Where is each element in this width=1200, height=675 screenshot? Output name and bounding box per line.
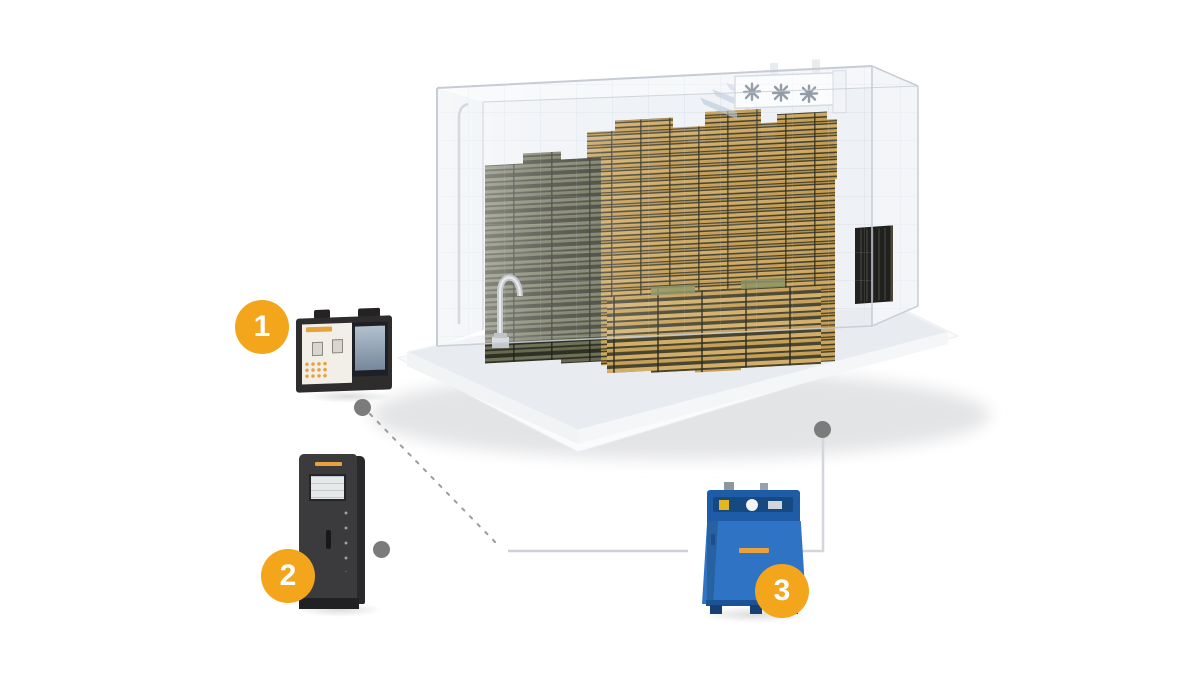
callout-badge-3[interactable]: 3 [755, 564, 809, 618]
generator-side [707, 521, 718, 604]
warning-label [719, 500, 729, 510]
cabinet-screen [309, 474, 346, 501]
junction-dot-2 [373, 541, 390, 558]
generator-foot [710, 605, 722, 614]
dashed-connector [369, 413, 500, 547]
control-cabinet-device[interactable] [299, 448, 367, 610]
junction-dot-1 [354, 399, 371, 416]
badge-number: 3 [773, 574, 791, 607]
brand-dot-pattern [305, 361, 329, 381]
brand-logo [306, 326, 332, 333]
device-shadow [305, 390, 391, 403]
brand-logo [315, 462, 342, 466]
callout-badge-2[interactable]: 2 [261, 549, 315, 603]
badge-number: 2 [279, 559, 297, 592]
front-wall-transparent [437, 66, 872, 346]
pipe-fitting [724, 482, 734, 491]
analyzer-screen [355, 325, 385, 371]
brand-logo [739, 548, 769, 553]
analyzer-button[interactable] [332, 339, 343, 354]
callout-badge-1[interactable]: 1 [235, 300, 289, 354]
junction-dot-3 [814, 421, 831, 438]
cabinet-side [355, 456, 365, 604]
badge-number: 1 [253, 310, 271, 343]
generator-vent [711, 534, 715, 545]
generator-foot [750, 605, 762, 614]
cabinet-indicator-leds [344, 510, 350, 572]
pipe-fitting [760, 483, 768, 491]
gas-analyzer-device[interactable] [296, 307, 392, 394]
pressure-gauge-icon [746, 499, 758, 511]
analyzer-button[interactable] [312, 341, 323, 357]
room-edges [436, 65, 919, 347]
generator-display [768, 501, 782, 509]
cabinet-door-handle[interactable] [326, 530, 331, 549]
cabinet-base [299, 598, 359, 609]
generator-base-rail [706, 600, 802, 606]
